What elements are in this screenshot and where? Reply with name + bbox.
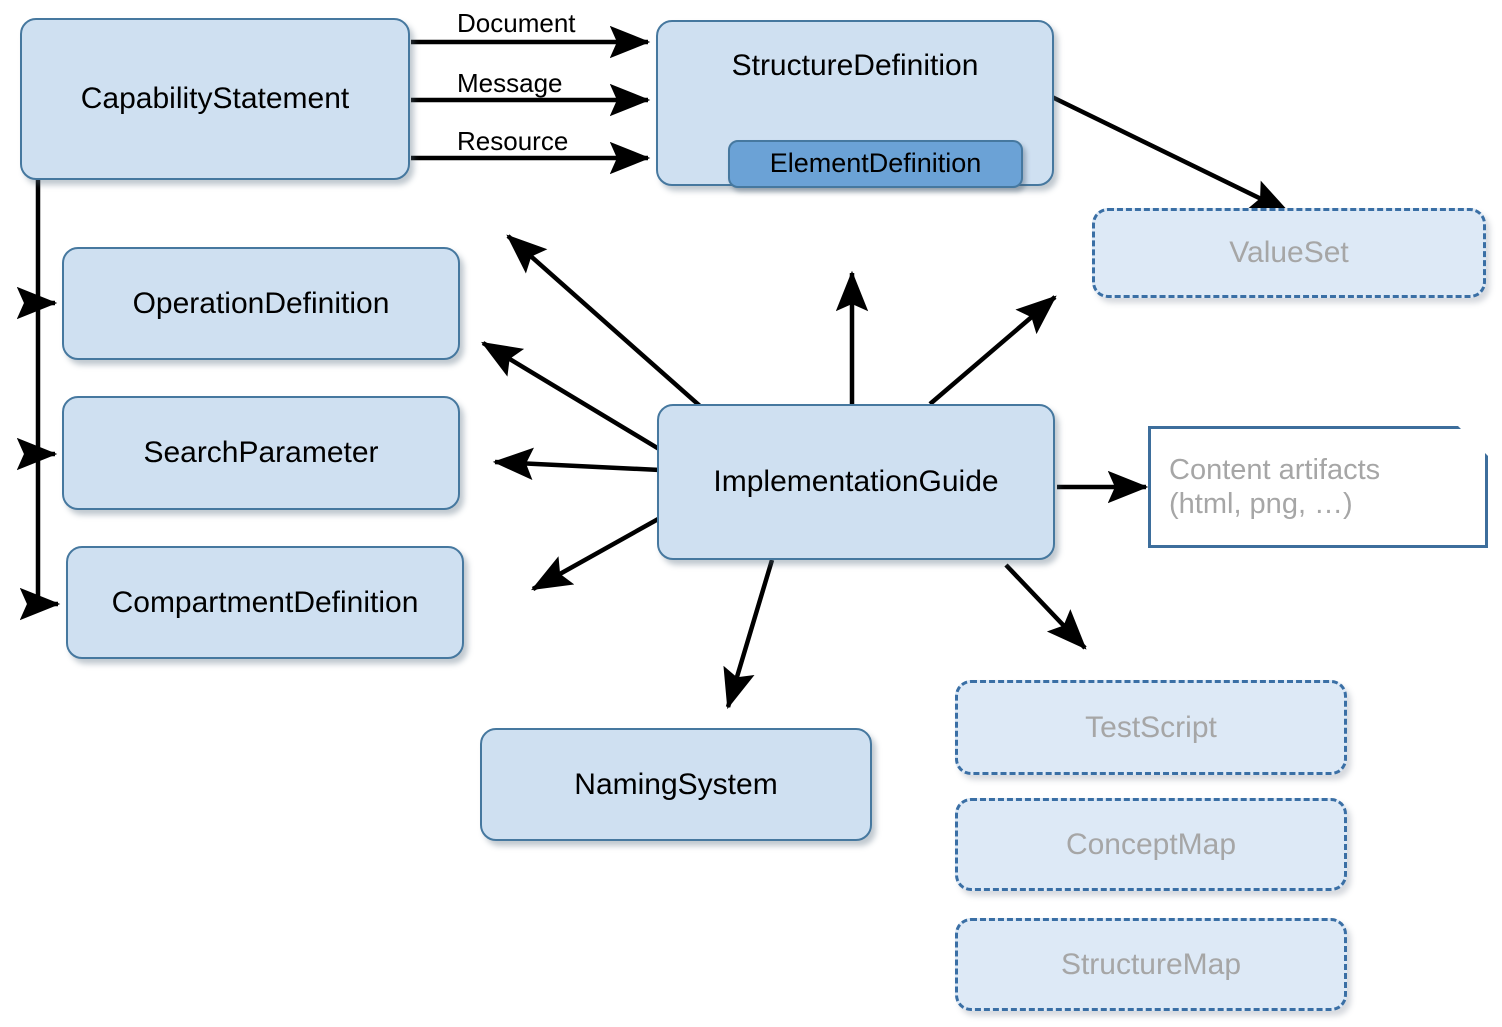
- node-element-definition[interactable]: ElementDefinition: [728, 140, 1023, 188]
- node-label: CapabilityStatement: [80, 82, 350, 116]
- node-value-set[interactable]: ValueSet: [1092, 208, 1486, 298]
- node-operation-definition[interactable]: OperationDefinition: [62, 247, 460, 360]
- node-label: ConceptMap: [1065, 827, 1237, 861]
- node-concept-map[interactable]: ConceptMap: [955, 798, 1347, 891]
- node-search-parameter[interactable]: SearchParameter: [62, 396, 460, 510]
- node-implementation-guide[interactable]: ImplementationGuide: [657, 404, 1055, 560]
- node-label: SearchParameter: [143, 436, 379, 470]
- node-capability-statement[interactable]: CapabilityStatement: [20, 18, 410, 180]
- edge-structure-to-valueset: [1051, 94, 1291, 215]
- node-compartment-definition[interactable]: CompartmentDefinition: [66, 546, 464, 659]
- node-test-script[interactable]: TestScript: [955, 680, 1347, 775]
- node-label: StructureMap: [1060, 947, 1242, 981]
- edge-capability-to-left-column: [16, 178, 61, 621]
- node-naming-system[interactable]: NamingSystem: [480, 728, 872, 841]
- edge-label-document: Document: [457, 8, 576, 38]
- node-label: Content artifacts (html, png, …): [1169, 453, 1381, 520]
- node-label: StructureDefinition: [731, 49, 979, 82]
- node-label: OperationDefinition: [132, 286, 390, 320]
- node-label: TestScript: [1085, 710, 1217, 744]
- node-label: NamingSystem: [574, 767, 778, 801]
- edge-implementationguide-to-namingsystem: [723, 559, 775, 710]
- node-label: ImplementationGuide: [713, 465, 999, 499]
- node-content-artifacts[interactable]: Content artifacts (html, png, …): [1148, 426, 1488, 548]
- edge-label-message: Message: [457, 68, 563, 98]
- edge-label-resource: Resource: [457, 126, 569, 156]
- node-structure-map[interactable]: StructureMap: [955, 918, 1347, 1011]
- node-structure-definition[interactable]: StructureDefinition ElementDefinition: [656, 20, 1054, 188]
- edge-implementationguide-to-testscript: [1004, 563, 1087, 650]
- node-label: ElementDefinition: [769, 148, 982, 179]
- node-label: CompartmentDefinition: [111, 585, 419, 619]
- node-label: ValueSet: [1229, 236, 1349, 270]
